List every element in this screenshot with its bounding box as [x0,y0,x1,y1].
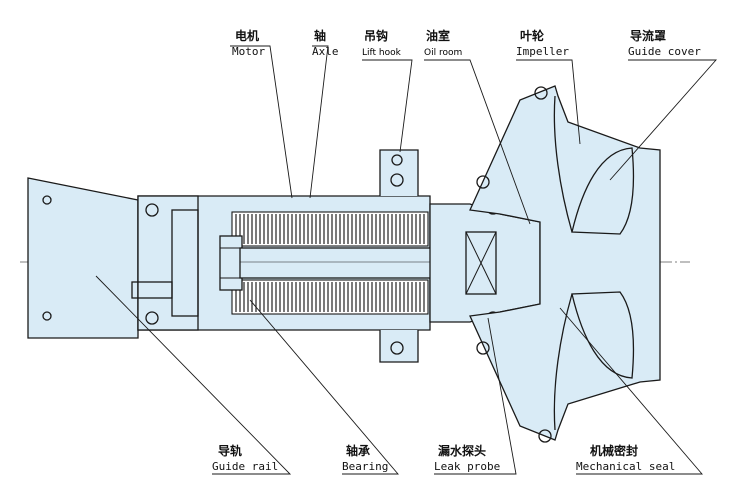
label-leak-probe-cn: 漏水探头 [438,443,486,458]
label-guide-cover-cn: 导流罩 [630,28,666,43]
lift-hook-bottom [379,330,419,363]
label-motor: 电机 Motor [232,28,265,58]
rail-bolt-top [42,195,52,205]
lift-hook-top-bolt [390,173,404,187]
label-guide-rail-en: Guide rail [212,460,278,473]
guide-cover-inner [553,95,573,431]
label-impeller-en: Impeller [516,45,569,58]
label-mechanical-seal-en: Mechanical seal [576,460,675,473]
label-bearing-cn: 轴承 [346,443,370,458]
end-cap-inner [171,209,199,317]
label-guide-cover: 导流罩 Guide cover [628,28,701,58]
shroud-bolt-top [534,86,548,100]
end-cap-bolt-bottom [145,311,159,325]
label-bearing: 轴承 Bearing [342,443,388,473]
label-oil-room-cn: 油室 [426,28,450,43]
label-lift-hook-en: Lift hook [362,48,402,58]
leader-lines [95,45,717,475]
label-axle-cn: 轴 [314,28,326,43]
label-mechanical-seal-cn: 机械密封 [590,443,638,458]
rail-clamp [131,281,173,299]
label-mechanical-seal: 机械密封 Mechanical seal [576,443,675,473]
label-motor-en: Motor [232,45,265,58]
label-lift-hook-cn: 吊钩 [364,28,388,43]
label-oil-room-en: Oil room [424,48,462,58]
lift-hook-top-hole [391,154,403,166]
lift-hook-top [379,149,419,196]
label-leak-probe: 漏水探头 Leak probe [434,443,500,473]
lift-hook-bottom-bolt [390,341,404,355]
label-impeller-cn: 叶轮 [520,28,545,43]
guide-rail-bracket [27,177,139,339]
label-impeller: 叶轮 Impeller [516,28,569,58]
shroud-bolt-bottom [538,429,552,443]
label-axle: 轴 Axle [312,28,339,58]
stator-bottom [231,279,429,315]
label-guide-rail-cn: 导轨 [218,443,242,458]
bearing-left [219,235,243,291]
impeller-blade-top [571,147,635,235]
stator-top [231,211,429,247]
rail-bolt-bottom [42,311,52,321]
end-cap [137,195,199,331]
end-cap-bolt-top [145,203,159,217]
label-guide-rail: 导轨 Guide rail [212,443,278,473]
label-oil-room: 油室 Oil room [424,28,462,58]
label-bearing-en: Bearing [342,460,388,473]
label-guide-cover-en: Guide cover [628,45,701,58]
label-leak-probe-en: Leak probe [434,460,500,473]
shroud-bolt-left-bottom [476,341,490,355]
impeller-blade-bottom [571,291,635,379]
shroud-bolt-left-top [476,175,490,189]
label-axle-en: Axle [312,45,339,58]
label-motor-cn: 电机 [235,28,259,43]
label-lift-hook: 吊钩 Lift hook [362,28,402,58]
